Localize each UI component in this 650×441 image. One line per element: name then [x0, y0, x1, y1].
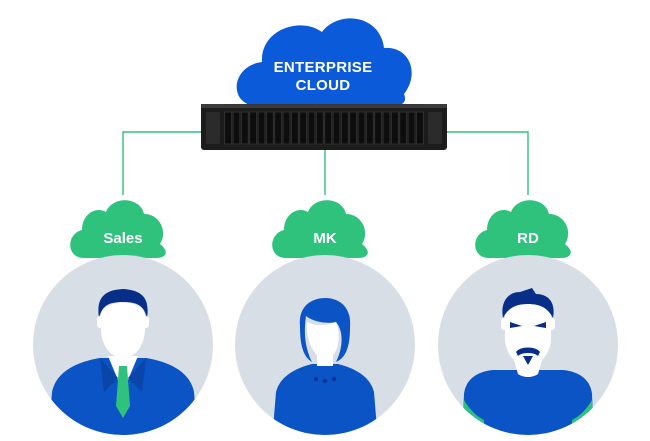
drive-bay — [374, 111, 382, 145]
drive-bays — [224, 111, 424, 145]
drive-bay — [324, 111, 332, 145]
drive-bay — [332, 111, 341, 145]
drive-bay — [291, 111, 299, 145]
drive-bay — [224, 111, 232, 145]
enterprise-cloud-line1: ENTERPRISE — [274, 59, 373, 76]
drive-bay — [307, 111, 316, 145]
drive-bay — [282, 111, 291, 145]
connector-sales — [122, 131, 205, 195]
rd-cloud-icon — [475, 200, 571, 258]
sales-avatar — [33, 255, 213, 435]
sales-cloud-icon — [70, 200, 166, 258]
mk-label: MK — [313, 230, 336, 247]
department-cloud-rd: RD — [475, 200, 571, 258]
drive-bay — [249, 111, 257, 145]
nas-server-icon — [201, 104, 447, 150]
businessman-icon — [48, 289, 198, 435]
connector-rd — [446, 131, 529, 195]
drive-bay — [266, 111, 274, 145]
drive-bay — [299, 111, 307, 145]
sales-label: Sales — [103, 230, 142, 247]
drive-bay — [399, 111, 407, 145]
drive-bay — [407, 111, 416, 145]
drive-bay — [357, 111, 366, 145]
rd-label: RD — [517, 230, 539, 247]
drive-bay — [316, 111, 324, 145]
rd-avatar — [438, 255, 618, 435]
drive-bay — [274, 111, 282, 145]
mk-avatar — [235, 255, 415, 435]
businesswoman-icon — [272, 298, 378, 435]
drive-bay — [366, 111, 374, 145]
department-cloud-mk: MK — [272, 200, 368, 258]
drive-bay — [416, 111, 424, 145]
enterprise-cloud-line2: CLOUD — [296, 77, 351, 94]
drive-bay — [382, 111, 391, 145]
enterprise-cloud-icon — [236, 18, 412, 106]
drive-bay — [257, 111, 266, 145]
enterprise-cloud: ENTERPRISE CLOUD — [236, 18, 412, 106]
drive-bay — [349, 111, 357, 145]
drive-bay — [232, 111, 241, 145]
department-cloud-sales: Sales — [70, 200, 166, 258]
drive-bay — [391, 111, 399, 145]
drive-bay — [341, 111, 349, 145]
mk-cloud-icon — [272, 200, 368, 258]
drive-bay — [241, 111, 249, 145]
